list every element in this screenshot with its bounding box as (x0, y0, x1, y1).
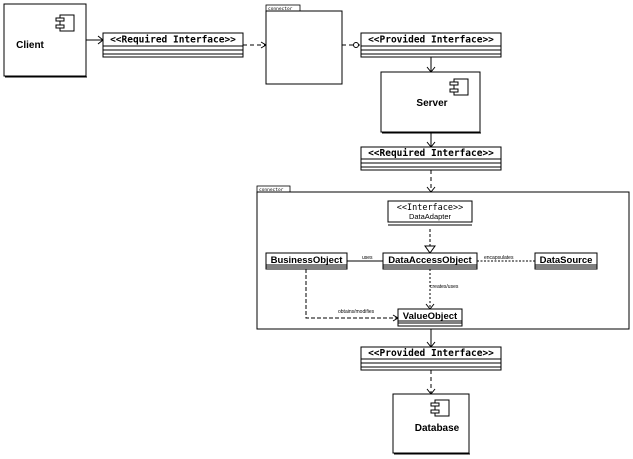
connector-top[interactable]: connector (265, 4, 343, 85)
required-interface-mid[interactable]: <<Required Interface>> (360, 146, 502, 171)
creates-uses-label: creates/uses (430, 284, 459, 290)
database-label: Database (415, 423, 460, 434)
value-object-class[interactable]: ValueObject (397, 308, 463, 327)
realization-triangle (424, 245, 436, 254)
data-access-object-label: DataAccessObject (388, 255, 472, 266)
value-object-label: ValueObject (403, 311, 458, 322)
client-label: Client (16, 40, 44, 51)
database-component[interactable]: Database (392, 393, 470, 455)
provided-interface-top-label: <<Provided Interface>> (368, 35, 494, 46)
data-adapter-stereotype: <<Interface>> (397, 203, 464, 213)
provided-socket (353, 42, 359, 48)
required-to-connector-arrow (260, 41, 267, 49)
obtains-modifies-link (305, 269, 398, 319)
business-object-class[interactable]: BusinessObject (265, 252, 348, 270)
connector-main-tab-label: connector (259, 187, 284, 193)
provided-interface-top[interactable]: <<Provided Interface>> (360, 32, 502, 58)
required-interface-top-label: <<Required Interface>> (110, 35, 236, 46)
required-interface-mid-label: <<Required Interface>> (368, 148, 494, 159)
server-label: Server (416, 98, 447, 109)
data-access-object-class[interactable]: DataAccessObject (382, 252, 478, 270)
obtains-modifies-label: obtains/modifies (338, 309, 375, 315)
data-source-label: DataSource (540, 255, 593, 266)
data-adapter-name: DataAdapter (409, 212, 452, 221)
encapsulates-label: encapsulates (484, 255, 514, 261)
data-adapter-interface[interactable]: <<Interface>> DataAdapter (387, 200, 473, 226)
connector-top-tab-label: connector (268, 6, 293, 12)
data-source-class[interactable]: DataSource (534, 252, 598, 270)
client-component[interactable]: Client (3, 3, 87, 78)
business-object-label: BusinessObject (271, 255, 344, 266)
provided-interface-bottom[interactable]: <<Provided Interface>> (360, 346, 502, 371)
required-interface-top[interactable]: <<Required Interface>> (102, 32, 244, 58)
uses-label: uses (362, 255, 373, 261)
server-component[interactable]: Server (380, 71, 481, 134)
provided-interface-bottom-label: <<Provided Interface>> (368, 348, 494, 359)
